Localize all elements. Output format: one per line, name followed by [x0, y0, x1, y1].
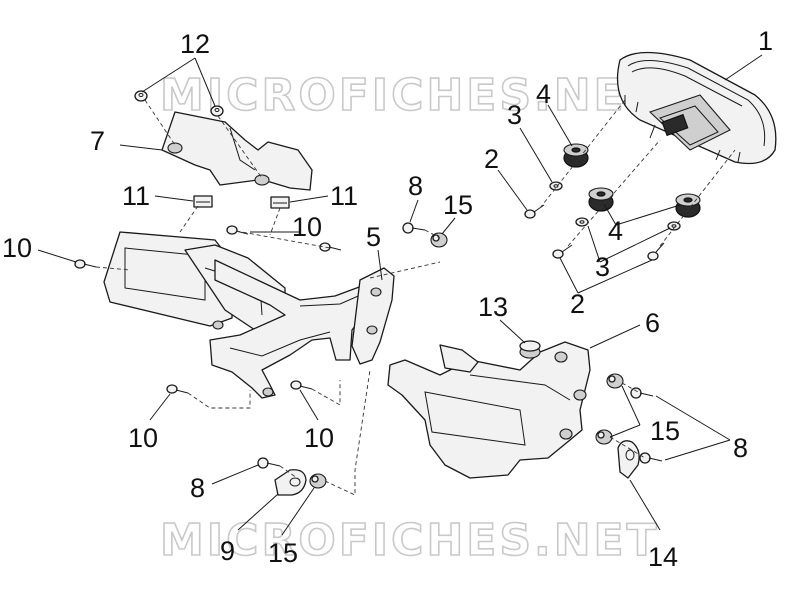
assembly-lines	[95, 99, 646, 496]
washer-right	[667, 221, 681, 231]
callouts: 1 2 2 3 3 4 4 5 6 7 8 8 8 9 10 10 10 10 …	[2, 26, 773, 572]
callout-15-top: 15	[443, 190, 473, 220]
callout-5: 5	[366, 222, 381, 252]
callout-2-lower: 2	[570, 289, 585, 319]
cable-clamp-left	[274, 469, 307, 496]
callout-9: 9	[220, 536, 235, 566]
clip-right	[270, 196, 290, 209]
bolt-8-right-lower	[639, 452, 663, 464]
plug-left	[134, 90, 148, 102]
grommet-middle	[588, 187, 614, 212]
cable-clamp-right	[617, 440, 640, 479]
mounting-frame	[209, 259, 395, 399]
callout-15-bottom: 15	[268, 538, 298, 568]
screw-upper	[524, 204, 545, 219]
bolt-8-top	[402, 222, 426, 234]
bolt-upper-mid	[226, 225, 249, 235]
callout-10-top: 10	[292, 212, 322, 242]
bolt-upper-left	[74, 259, 97, 269]
watermark-top: MICROFICHES.NET	[160, 70, 660, 121]
callout-3-lower: 3	[595, 252, 610, 282]
spacer-bottom-left	[309, 473, 327, 489]
clip-left	[193, 195, 213, 208]
grommet-right	[675, 193, 701, 218]
instrument-cluster	[616, 51, 777, 165]
callout-14: 14	[648, 542, 678, 572]
bolt-lower-left	[166, 384, 189, 394]
callout-11-right: 11	[330, 181, 358, 211]
washer-upper	[549, 181, 563, 191]
screw-middle	[552, 244, 573, 259]
washer-middle	[575, 217, 589, 227]
plug-right	[210, 105, 224, 117]
callout-8-bottom-left: 8	[190, 473, 205, 503]
spacer-top	[430, 232, 448, 248]
callout-12: 12	[180, 29, 210, 59]
callout-10-bottom-left: 10	[128, 423, 158, 453]
rubber-plug	[519, 340, 541, 359]
callout-4-upper: 4	[536, 79, 551, 109]
bolt-lower-mid	[290, 380, 313, 390]
callout-8-right: 8	[733, 433, 748, 463]
callout-3-upper: 3	[507, 100, 522, 130]
bolt-mid-right	[319, 242, 342, 252]
bolt-8-bottom-left	[257, 457, 281, 469]
callout-1: 1	[758, 26, 773, 56]
cover-panel	[161, 111, 313, 191]
callout-7: 7	[90, 126, 105, 156]
spacer-right-lower	[595, 429, 613, 445]
right-bracket	[387, 341, 591, 479]
spacer-right-upper	[606, 373, 624, 389]
callout-10-bottom-mid: 10	[304, 423, 334, 453]
callout-10-left: 10	[2, 233, 32, 263]
callout-15-right: 15	[650, 416, 680, 446]
callout-6: 6	[645, 308, 660, 338]
bolt-8-right-upper	[630, 387, 654, 399]
grommet-upper	[563, 143, 589, 168]
callout-8-top: 8	[408, 171, 423, 201]
screw-right	[647, 242, 665, 261]
callout-4-lower: 4	[608, 216, 623, 246]
callout-2-upper: 2	[484, 144, 499, 174]
callout-11-left: 11	[122, 181, 150, 211]
leader-lines	[37, 54, 763, 536]
callout-13: 13	[478, 292, 508, 322]
watermark-bottom: MICROFICHES.NET	[160, 515, 660, 566]
